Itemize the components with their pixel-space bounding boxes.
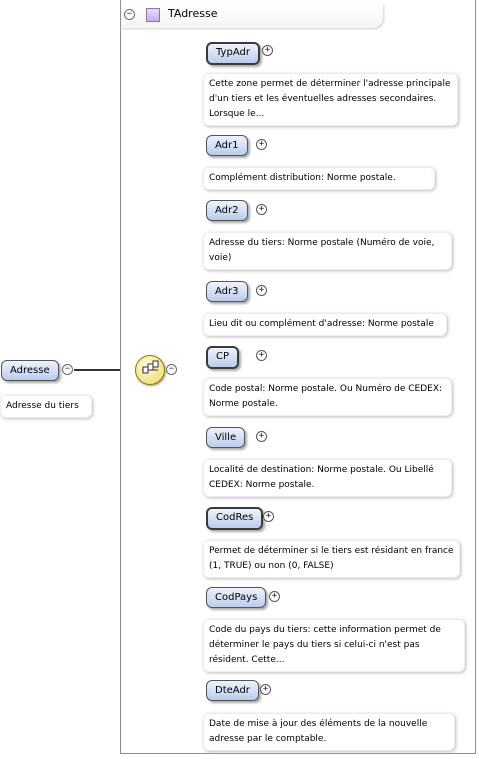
expand-icon[interactable]: + — [263, 511, 274, 522]
element-cp[interactable]: CP — [206, 346, 240, 369]
doc-adr2: Adresse du tiers: Norme postale (Numéro … — [203, 232, 452, 270]
root-documentation: Adresse du tiers — [0, 395, 92, 418]
expand-icon[interactable]: + — [262, 45, 273, 56]
doc-typadr: Cette zone permet de déterminer l'adress… — [203, 73, 458, 126]
element-adr2[interactable]: Adr2 — [206, 200, 248, 221]
doc-adr1: Complément distribution: Norme postale. — [203, 167, 435, 190]
type-title: TAdresse — [168, 7, 218, 20]
expand-icon[interactable]: + — [256, 285, 267, 296]
doc-dteadr: Date de mise à jour des éléments de la n… — [203, 713, 455, 751]
expand-icon[interactable]: + — [256, 431, 267, 442]
doc-cp: Code postal: Norme postale. Ou Numéro de… — [203, 378, 452, 416]
element-dteadr[interactable]: DteAdr — [206, 680, 259, 701]
type-collapse-icon[interactable]: − — [124, 9, 135, 20]
element-typadr[interactable]: TypAdr — [206, 42, 260, 65]
expand-icon[interactable]: + — [256, 139, 267, 150]
doc-ville: Localité de destination: Norme postale. … — [203, 459, 452, 497]
sequence-compositor-icon[interactable] — [135, 355, 165, 385]
complex-type-icon — [146, 8, 160, 22]
doc-codres: Permet de déterminer si le tiers est rés… — [203, 540, 460, 578]
type-header — [121, 4, 383, 28]
element-codres[interactable]: CodRes — [206, 507, 264, 530]
element-adr3[interactable]: Adr3 — [206, 281, 248, 302]
expand-icon[interactable]: + — [260, 684, 271, 695]
root-element-adresse[interactable]: Adresse — [1, 360, 59, 381]
doc-codpays: Code du pays du tiers: cette information… — [203, 619, 465, 672]
root-collapse-icon[interactable]: − — [62, 364, 73, 375]
doc-adr3: Lieu dit ou complément d'adresse: Norme … — [203, 313, 447, 336]
expand-icon[interactable]: + — [269, 591, 280, 602]
sequence-collapse-icon[interactable]: − — [166, 364, 177, 375]
element-codpays[interactable]: CodPays — [206, 587, 267, 608]
expand-icon[interactable]: + — [256, 350, 267, 361]
element-adr1[interactable]: Adr1 — [206, 135, 248, 156]
expand-icon[interactable]: + — [256, 204, 267, 215]
element-ville[interactable]: Ville — [206, 427, 246, 448]
